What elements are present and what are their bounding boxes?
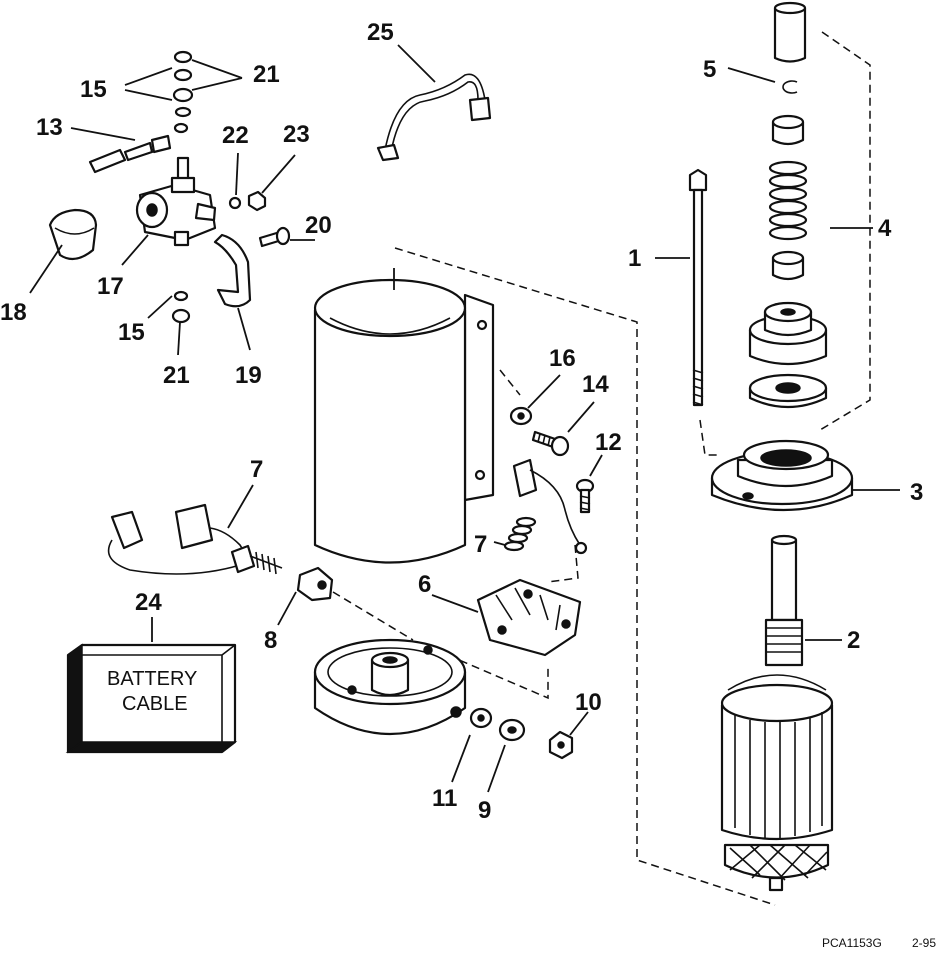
drive-collar: [771, 114, 805, 146]
callout-4: 4: [878, 215, 892, 242]
terminal-8: [296, 566, 334, 602]
thrust-washer: [748, 373, 828, 409]
armature: [720, 534, 834, 892]
callout-21-top: 21: [253, 61, 280, 88]
battery-cable-line1: BATTERY: [107, 668, 197, 690]
drive-spring: [768, 160, 808, 241]
washer-22: [228, 196, 242, 210]
callout-19: 19: [235, 362, 262, 389]
pinion-gear: [748, 301, 828, 366]
callout-6: 6: [418, 571, 431, 598]
washer-16: [509, 406, 533, 426]
thru-bolt: [688, 168, 708, 407]
battery-cable-box: [65, 643, 238, 754]
brush-holder: [476, 578, 582, 657]
callout-7-left: 7: [250, 456, 263, 483]
callout-labels: 25 5 4 1 3 2 15 21 13 22 23 20 17 18 15 …: [0, 19, 923, 824]
brush-lead-right: [512, 458, 588, 555]
wire-25: [376, 73, 492, 162]
bracket-19: [213, 233, 252, 308]
solenoid: [135, 156, 217, 247]
brush-set-left: [107, 503, 283, 575]
brush-spring-7: [503, 516, 537, 552]
callout-1: 1: [628, 245, 641, 272]
callout-9: 9: [478, 797, 491, 824]
callout-5: 5: [703, 56, 716, 83]
callout-7-right: 7: [474, 531, 487, 558]
leader-lines: [29, 44, 900, 793]
date-code: 2-95: [912, 936, 936, 950]
callout-22: 22: [222, 122, 249, 149]
battery-cable-line2: CABLE: [122, 693, 188, 715]
washer-9: [498, 718, 526, 742]
part-code: PCA1153G: [822, 936, 882, 950]
drive-cap: [773, 1, 807, 63]
callout-8: 8: [264, 627, 277, 654]
nut-10: [548, 730, 574, 760]
callout-23: 23: [283, 121, 310, 148]
callout-14: 14: [582, 371, 609, 398]
nut-15-lower: [171, 290, 191, 324]
callout-3: 3: [910, 479, 923, 506]
callout-17: 17: [97, 273, 124, 300]
callout-18: 18: [0, 299, 27, 326]
screw-20: [258, 226, 291, 248]
callout-15-top: 15: [80, 76, 107, 103]
callout-21-bottom: 21: [163, 362, 190, 389]
spring-cup: [771, 250, 805, 281]
callout-20: 20: [305, 212, 332, 239]
callout-15-bottom: 15: [118, 319, 145, 346]
commutator-end-cap: [313, 638, 467, 736]
callout-25: 25: [367, 19, 394, 46]
assembly-dash-lines: [332, 31, 871, 906]
field-frame: [313, 278, 495, 564]
callout-11: 11: [432, 785, 457, 812]
callout-2: 2: [847, 627, 860, 654]
drive-end-cap: [710, 439, 854, 512]
connector-13: [88, 134, 172, 174]
lockwasher-11: [469, 707, 493, 729]
screw-12: [575, 478, 595, 514]
terminal-stack-21: [172, 50, 194, 134]
callout-16: 16: [549, 345, 576, 372]
callout-10: 10: [575, 689, 602, 716]
snap-ring-5: [782, 80, 798, 94]
callout-12: 12: [595, 429, 622, 456]
screw-14: [531, 430, 570, 457]
callout-13: 13: [36, 114, 63, 141]
callout-24: 24: [135, 589, 162, 616]
nut-23: [247, 190, 267, 212]
